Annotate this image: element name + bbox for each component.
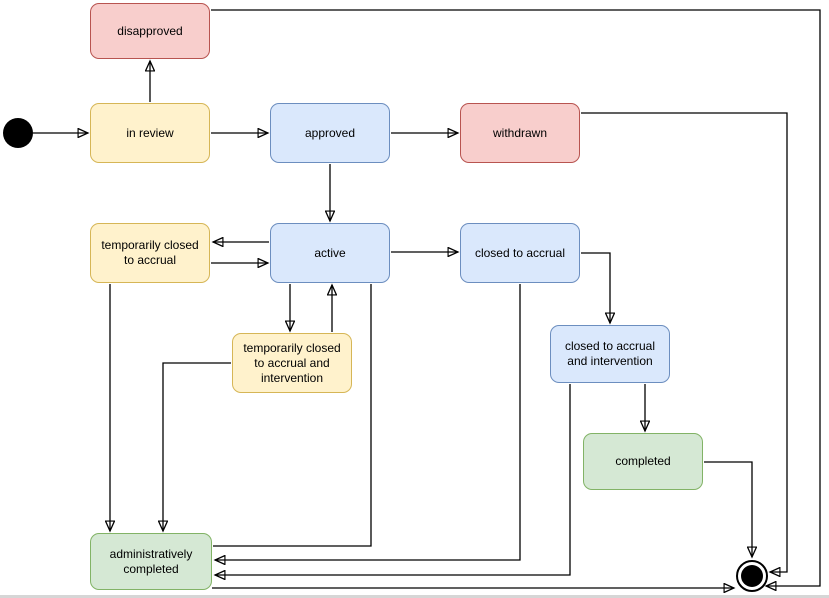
state-closed-to-accrual[interactable]: closed to accrual <box>460 223 580 283</box>
edge-disapproved-to-end <box>211 9 821 586</box>
edge-closed-accrual-intervention-to-admin-completed <box>215 384 571 575</box>
final-state-node[interactable] <box>736 560 768 592</box>
state-temporarily-closed-to-accrual[interactable]: temporarily closed to accrual <box>90 223 210 283</box>
state-completed[interactable]: completed <box>583 433 703 490</box>
state-in-review[interactable]: in review <box>90 103 210 163</box>
edge-active-to-admin-completed <box>213 284 372 547</box>
state-withdrawn[interactable]: withdrawn <box>460 103 580 163</box>
final-state-inner-dot <box>741 565 763 587</box>
edge-completed-to-end <box>704 461 752 557</box>
edge-closed-to-accrual-to-closed-accrual-intervention <box>581 252 610 323</box>
state-active[interactable]: active <box>270 223 390 283</box>
initial-state-node[interactable] <box>3 118 33 148</box>
state-administratively-completed[interactable]: administratively completed <box>90 533 212 590</box>
state-approved[interactable]: approved <box>270 103 390 163</box>
state-temporarily-closed-to-accrual-and-intervention[interactable]: temporarily closed to accrual and interv… <box>232 333 352 393</box>
canvas-bottom-edge <box>0 595 829 598</box>
state-closed-to-accrual-and-intervention[interactable]: closed to accrual and intervention <box>550 325 670 383</box>
edge-temporarily-closed-accrual-intervention-to-admin-completed <box>163 362 231 531</box>
state-disapproved[interactable]: disapproved <box>90 3 210 59</box>
edge-closed-to-accrual-to-admin-completed <box>215 284 521 560</box>
edge-withdrawn-to-end <box>581 112 788 572</box>
